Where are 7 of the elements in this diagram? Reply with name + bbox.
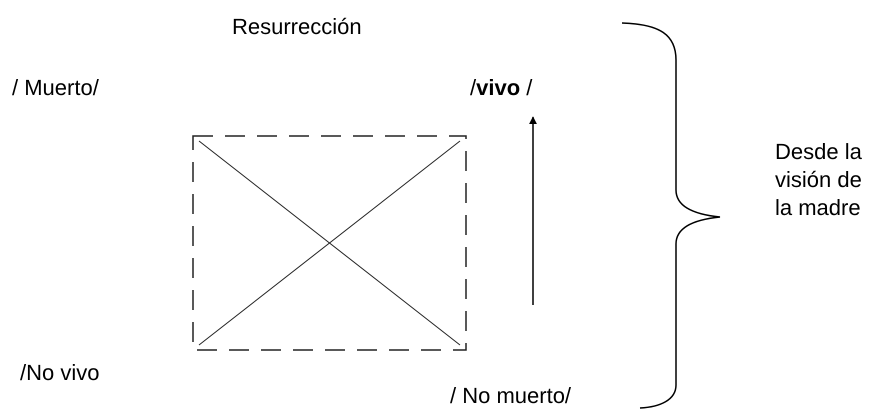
term-label: / Muerto/ [12, 75, 99, 101]
term-label: / No muerto/ [450, 383, 572, 409]
term-label: /vivo / [470, 75, 532, 101]
arrow [529, 116, 537, 305]
side-note: Desde la visión de la madre [775, 138, 863, 222]
term-label: /No vivo [20, 360, 100, 386]
title: Resurrección [232, 14, 362, 40]
